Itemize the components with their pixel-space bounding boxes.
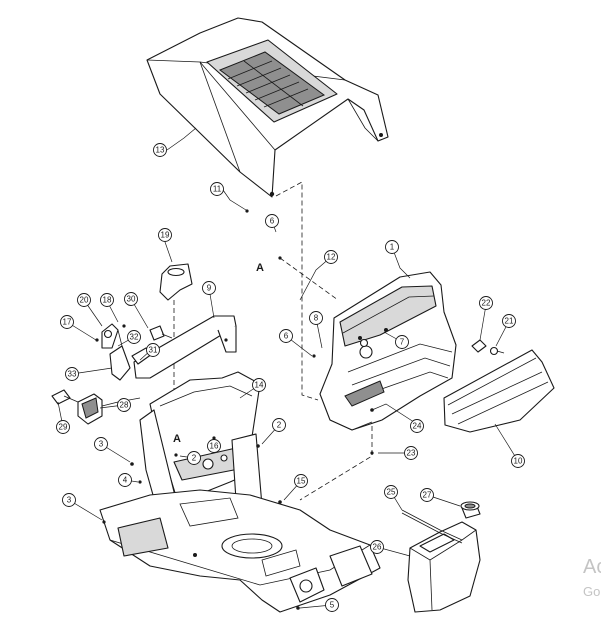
callout-30: 30 <box>124 292 138 306</box>
reference-letters: A A <box>173 262 264 445</box>
svg-text:16: 16 <box>210 442 219 451</box>
svg-text:29: 29 <box>59 423 68 432</box>
svg-text:14: 14 <box>255 381 264 390</box>
svg-text:25: 25 <box>387 488 396 497</box>
svg-text:10: 10 <box>514 457 523 466</box>
svg-text:23: 23 <box>407 449 416 458</box>
callout-13: 13 <box>153 143 167 157</box>
svg-text:17: 17 <box>63 318 72 327</box>
hood-grille <box>206 39 338 123</box>
callout-23: 23 <box>404 446 418 460</box>
callout-20: 20 <box>77 293 91 307</box>
callout-18: 18 <box>100 293 114 307</box>
reference-letter-a-top: A <box>256 262 264 274</box>
callout-2-left: 2 <box>187 451 201 465</box>
watermark-line-2: Go <box>583 584 601 599</box>
fuel-cap <box>460 501 481 519</box>
svg-text:33: 33 <box>68 370 77 379</box>
switch-components <box>51 323 173 425</box>
svg-text:31: 31 <box>149 346 158 355</box>
callout-31: 31 <box>146 343 160 357</box>
svg-text:13: 13 <box>156 146 165 155</box>
callout-28: 28 <box>117 398 131 412</box>
callout-19: 19 <box>158 228 172 242</box>
callout-11: 11 <box>210 182 224 196</box>
callout-3-lower: 3 <box>62 493 76 507</box>
svg-text:1: 1 <box>390 243 395 252</box>
svg-text:7: 7 <box>400 338 405 347</box>
svg-text:22: 22 <box>482 299 491 308</box>
svg-text:2: 2 <box>192 454 197 463</box>
svg-text:20: 20 <box>80 296 89 305</box>
callout-6-top: 6 <box>265 214 279 228</box>
svg-text:6: 6 <box>270 217 275 226</box>
hood-side-panel <box>443 349 555 433</box>
callout-24: 24 <box>410 419 424 433</box>
svg-text:5: 5 <box>330 601 335 610</box>
dash-panel <box>159 263 193 301</box>
callout-29: 29 <box>56 420 70 434</box>
watermark-line-1: Ac <box>583 556 601 578</box>
fasteners <box>102 209 374 610</box>
fuel-tank <box>407 521 481 613</box>
callout-10: 10 <box>511 454 525 468</box>
svg-text:32: 32 <box>130 333 139 342</box>
callout-33: 33 <box>65 367 79 381</box>
callout-32: 32 <box>127 330 141 344</box>
callout-16: 16 <box>207 439 221 453</box>
callout-22: 22 <box>479 296 493 310</box>
fuel-line <box>401 509 463 544</box>
reference-letter-a-middle: A <box>173 433 181 445</box>
callout-5: 5 <box>325 598 339 612</box>
callout-1: 1 <box>385 240 399 254</box>
callout-6-mid: 6 <box>279 329 293 343</box>
svg-text:27: 27 <box>423 491 432 500</box>
callout-4: 4 <box>118 473 132 487</box>
callout-21: 21 <box>502 314 516 328</box>
callout-25: 25 <box>384 485 398 499</box>
callout-15: 15 <box>294 474 308 488</box>
svg-text:28: 28 <box>120 401 129 410</box>
svg-text:26: 26 <box>373 543 382 552</box>
callout-2-right: 2 <box>272 418 286 432</box>
callout-3-upper: 3 <box>94 437 108 451</box>
svg-text:19: 19 <box>161 231 170 240</box>
svg-text:2: 2 <box>277 421 282 430</box>
callouts: 13 11 6 12 1 19 9 20 18 30 17 32 31 33 2… <box>56 143 525 612</box>
svg-text:24: 24 <box>413 422 422 431</box>
callout-9: 9 <box>202 281 216 295</box>
bracket-fasteners <box>471 339 505 356</box>
hood-bracket <box>133 315 237 379</box>
callout-12: 12 <box>324 250 338 264</box>
callout-8: 8 <box>309 311 323 325</box>
headlight-grille-assembly <box>319 271 457 431</box>
callout-27: 27 <box>420 488 434 502</box>
callout-17: 17 <box>60 315 74 329</box>
svg-text:6: 6 <box>284 332 289 341</box>
tractor-chassis <box>99 489 381 613</box>
svg-text:11: 11 <box>213 185 222 194</box>
svg-text:12: 12 <box>327 253 336 262</box>
svg-text:18: 18 <box>103 296 112 305</box>
svg-text:21: 21 <box>505 317 514 326</box>
svg-text:4: 4 <box>123 476 128 485</box>
svg-text:8: 8 <box>314 314 319 323</box>
svg-text:3: 3 <box>99 440 104 449</box>
svg-text:9: 9 <box>207 284 212 293</box>
callout-7: 7 <box>395 335 409 349</box>
callout-14: 14 <box>252 378 266 392</box>
callout-26: 26 <box>370 540 384 554</box>
svg-text:3: 3 <box>67 496 72 505</box>
svg-text:15: 15 <box>297 477 306 486</box>
svg-text:30: 30 <box>127 295 136 304</box>
hood <box>146 17 389 198</box>
